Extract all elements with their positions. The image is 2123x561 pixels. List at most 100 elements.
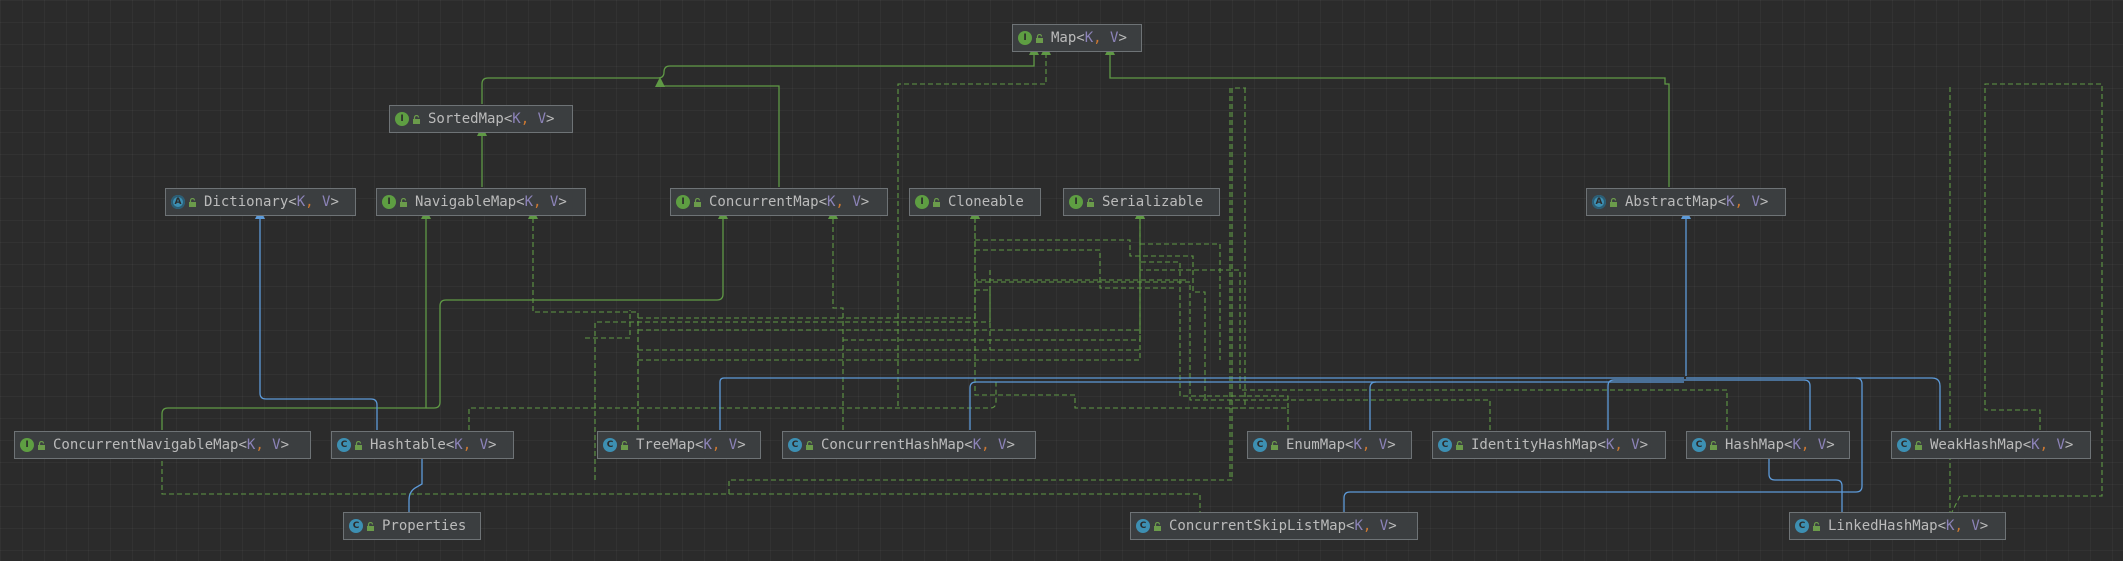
node-name: ConcurrentMap — [709, 194, 819, 210]
node-name: HashMap — [1725, 437, 1785, 453]
edge-whm-abstractmap — [1686, 377, 1941, 430]
node-linkedhashmap[interactable]: C LinkedHashMap<K, V> — [1789, 512, 2006, 540]
type-param: V — [537, 111, 547, 127]
node-properties[interactable]: C Properties — [343, 512, 481, 540]
node-name: WeakHashMap — [1930, 437, 2023, 453]
node-navigablemap[interactable]: I NavigableMap<K, V> — [376, 188, 586, 216]
edge-x4 — [585, 310, 631, 339]
public-lock-icon — [367, 521, 374, 531]
public-lock-icon — [694, 197, 701, 207]
edge-properties-hashtable — [408, 449, 427, 516]
type-param: V — [1378, 437, 1388, 453]
edge-hashtable-map — [468, 377, 1000, 430]
node-serializable[interactable]: I Serializable — [1063, 188, 1220, 216]
edge-x2 — [975, 249, 1175, 289]
interface-icon: I — [395, 112, 409, 126]
type-param: V — [549, 194, 559, 210]
public-lock-icon — [1915, 440, 1922, 450]
node-weakhashmap[interactable]: C WeakHashMap<K, V> — [1891, 431, 2091, 459]
edge-treemap-serializable — [638, 218, 1141, 331]
class-icon: C — [349, 519, 363, 533]
dashed-implements-edges — [157, 45, 2103, 517]
type-param: V — [852, 194, 861, 210]
type-param: K — [1605, 437, 1615, 453]
type-param: K — [1084, 30, 1094, 46]
edge-idm-abstractmap — [1607, 379, 1686, 430]
type-param: V — [479, 437, 489, 453]
type-param: V — [1817, 437, 1827, 453]
node-cloneable[interactable]: I Cloneable — [909, 188, 1041, 216]
node-name: IdentityHashMap — [1471, 437, 1598, 453]
public-lock-icon — [933, 197, 940, 207]
edge-map-dash — [897, 45, 1051, 406]
edge-treemap-cloneable — [637, 209, 980, 430]
edge-cslm-abstractmap — [1343, 377, 1863, 516]
node-concurrentmap[interactable]: I ConcurrentMap<K, V> — [670, 188, 888, 216]
edge-x6 — [638, 218, 1141, 361]
node-name: Dictionary — [204, 194, 289, 210]
node-sortedmap[interactable]: I SortedMap<K, V> — [389, 105, 573, 133]
type-param: V — [1110, 30, 1119, 46]
type-param: V — [1751, 194, 1760, 210]
edge-enummap-abstractmap — [1369, 381, 1377, 430]
node-name: Hashtable — [370, 437, 446, 453]
public-lock-icon — [1271, 440, 1278, 450]
node-treemap[interactable]: C TreeMap<K, V> — [597, 431, 761, 459]
node-name: EnumMap — [1286, 437, 1346, 453]
node-name: ConcurrentNavigableMap — [53, 437, 239, 453]
edge-whm-map — [1949, 83, 2103, 517]
type-param: V — [2056, 437, 2065, 453]
public-lock-icon — [355, 440, 362, 450]
solid-extends-edges — [161, 45, 1670, 430]
node-dictionary[interactable]: A Dictionary<K, V> — [165, 188, 356, 216]
type-param: K — [972, 437, 982, 453]
node-abstractmap[interactable]: A AbstractMap<K, V> — [1586, 188, 1786, 216]
type-param: V — [1971, 518, 1980, 534]
type-param: V — [1379, 518, 1389, 534]
edge-concurrentmap-map — [655, 77, 780, 187]
edge-cslm-cloneable — [728, 87, 1246, 494]
node-identityhashmap[interactable]: C IdentityHashMap<K, V> — [1432, 431, 1666, 459]
edge-hm-serializable — [1140, 269, 1728, 430]
interface-icon: I — [915, 195, 929, 209]
edge-treemap-navigable — [528, 209, 639, 430]
edge-enummap-serializable — [1140, 261, 1289, 408]
class-icon: C — [1253, 438, 1267, 452]
edge-enummap-cloneable — [974, 270, 1289, 430]
node-map[interactable]: I Map<K, V> — [1012, 24, 1142, 52]
abstract-class-icon: A — [1592, 195, 1606, 209]
class-icon: C — [337, 438, 351, 452]
type-param: K — [1946, 518, 1955, 534]
node-hashmap[interactable]: C HashMap<K, V> — [1686, 431, 1850, 459]
node-enummap[interactable]: C EnumMap<K, V> — [1247, 431, 1412, 459]
node-name: Properties — [382, 518, 467, 534]
edge-x3 — [1140, 243, 1221, 360]
public-lock-icon — [621, 440, 628, 450]
node-name: LinkedHashMap — [1828, 518, 1938, 534]
node-concurrenthashmap[interactable]: C ConcurrentHashMap<K, V> — [782, 431, 1036, 459]
edge-treemap-abstractmap — [719, 377, 1684, 430]
node-hashtable[interactable]: C Hashtable<K, V> — [331, 431, 514, 459]
node-concurrentskiplistmap[interactable]: C ConcurrentSkipListMap<K, V> — [1130, 512, 1418, 540]
node-name: Serializable — [1102, 194, 1204, 210]
public-lock-icon — [1087, 197, 1094, 207]
edge-idm-cloneable — [975, 281, 1491, 430]
class-icon: C — [603, 438, 617, 452]
edge-hm-abstractmap — [1686, 379, 1811, 430]
node-name: Cloneable — [948, 194, 1024, 210]
class-icon: C — [1438, 438, 1452, 452]
edge-lhm-hashmap — [1764, 449, 1843, 516]
node-name: SortedMap — [428, 111, 504, 127]
node-concurrentnavigablemap[interactable]: I ConcurrentNavigableMap<K, V> — [14, 431, 311, 459]
public-lock-icon — [400, 197, 407, 207]
node-name: ConcurrentHashMap — [821, 437, 965, 453]
public-lock-icon — [1154, 521, 1161, 531]
abstract-class-icon: A — [171, 195, 185, 209]
type-param: K — [1792, 437, 1801, 453]
type-param: K — [827, 194, 836, 210]
node-name: ConcurrentSkipListMap — [1169, 518, 1347, 534]
inheritance-edges — [255, 209, 1941, 516]
edge-cnm-concurrentmap — [426, 209, 728, 409]
class-icon: C — [1692, 438, 1706, 452]
